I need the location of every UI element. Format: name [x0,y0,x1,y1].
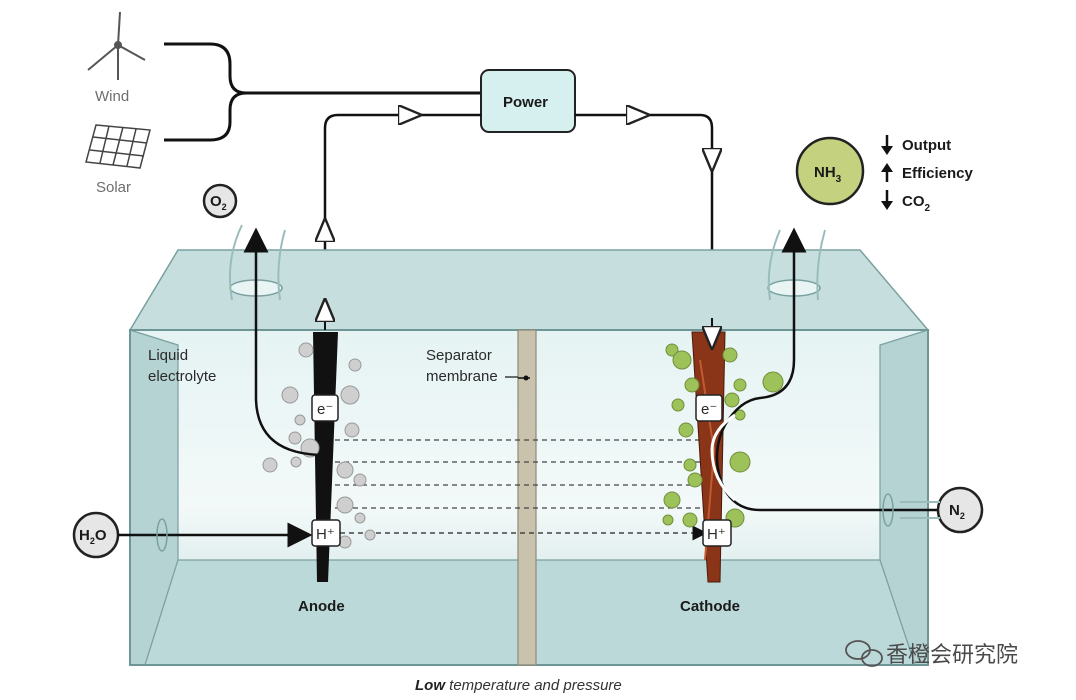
arrow-down-icon [881,190,893,210]
watermark-text: 香橙会研究院 [886,642,1018,667]
electrolyte-label-1: Liquid [148,347,188,364]
svg-text:e⁻: e⁻ [701,401,717,418]
anode-proton-box: H⁺ [311,519,341,547]
power-label: Power [503,94,548,111]
n2-label: N2 [949,502,965,521]
svg-text:H⁺: H⁺ [707,526,726,543]
membrane-label-2: membrane [426,368,498,385]
nh3-label: NH3 [814,164,842,185]
cathode-label: Cathode [680,598,740,615]
anode-label: Anode [298,598,345,615]
cathode-proton-box: H⁺ [702,519,732,547]
svg-text:e⁻: e⁻ [317,401,333,418]
o2-exit-path [243,227,326,457]
proton-paths [335,439,700,509]
cathode-wire [575,113,714,320]
arrow-down-icon [881,135,893,155]
h2o-label: H2O [79,527,107,546]
efficiency-label: Efficiency [902,165,974,182]
o2-circle [202,183,238,219]
source-brace [164,42,482,142]
oxygen-bubbles [262,342,376,549]
co2-label: CO2 [902,193,931,214]
power-box [480,69,576,133]
cathode-electron-box: e⁻ [695,394,723,422]
wind-turbine-icon [87,11,146,80]
wind-label: Wind [95,88,129,105]
caption: Low temperature and pressure [415,677,622,694]
solar-label: Solar [96,179,131,196]
output-label: Output [902,137,951,154]
arrow-up-icon [881,163,893,182]
solar-panel-icon [85,124,151,169]
n2-circle [936,486,984,534]
o2-label: O2 [210,193,227,212]
electrolyte-label-2: electrolyte [148,368,216,385]
ammonia-bubbles [662,343,784,528]
wechat-icon [845,640,883,667]
separator-membrane [517,329,537,666]
anode-electron-box: e⁻ [311,394,339,422]
nh3-circle [795,136,865,206]
svg-text:H⁺: H⁺ [316,526,335,543]
membrane-label-1: Separator [426,347,492,364]
anode-wire [323,113,481,320]
